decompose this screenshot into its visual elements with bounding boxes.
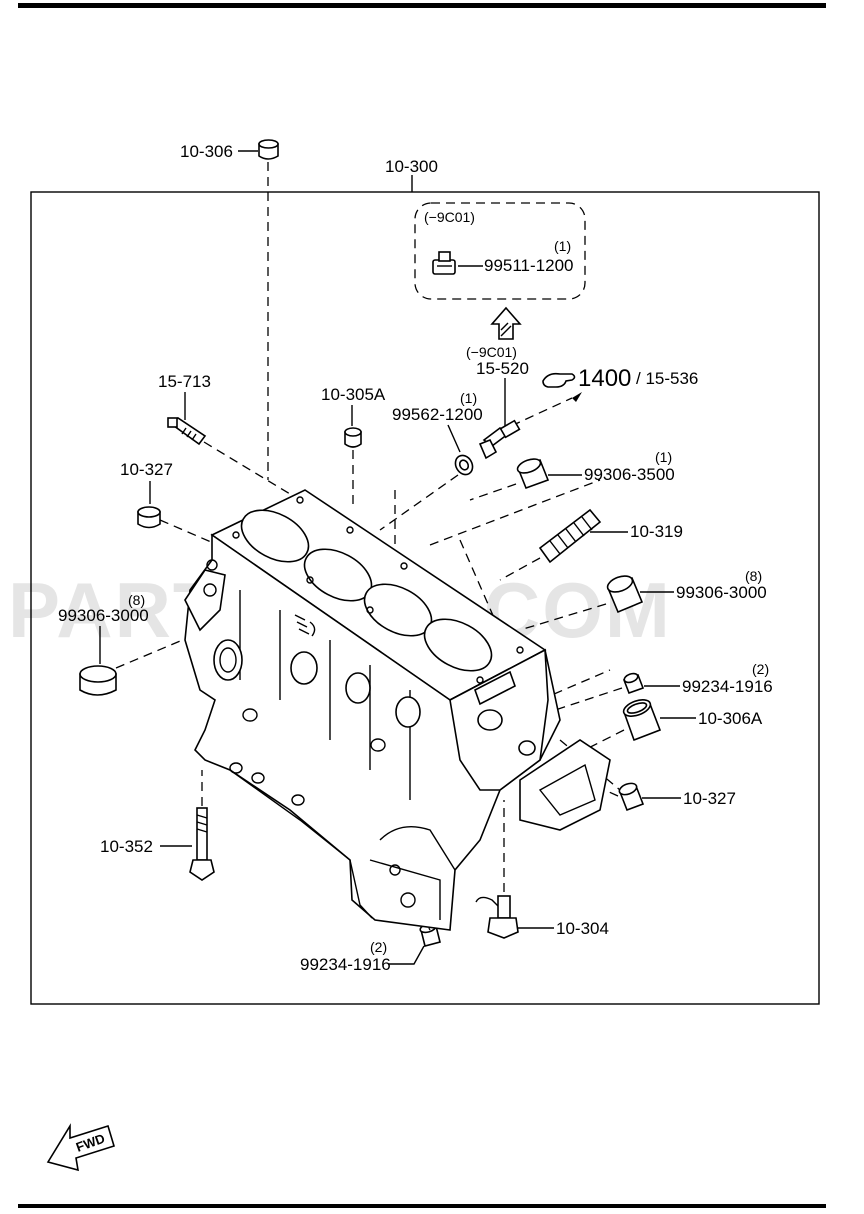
callout-10-306a[interactable]: 10-306A [698, 709, 763, 728]
callout-99234-1916-bottom[interactable]: 99234-1916 [300, 955, 391, 974]
callout-15-713[interactable]: 15-713 [158, 372, 211, 391]
callout-15-536[interactable]: / 15-536 [636, 369, 698, 388]
callout-10-319[interactable]: 10-319 [630, 522, 683, 541]
plug-10-327-top [137, 506, 161, 529]
callout-99511-1200[interactable]: 99511-1200 [484, 256, 574, 275]
callout-99306-3000-left[interactable]: 99306-3000 [58, 606, 149, 625]
callout-10-327-top[interactable]: 10-327 [120, 460, 173, 479]
washer-99562 [454, 454, 474, 476]
forward-arrow-icon: FWD [46, 1123, 115, 1172]
svg-text:(2): (2) [370, 939, 387, 955]
dowel-99234-right [622, 672, 645, 695]
callout-10-327-bottom[interactable]: 10-327 [683, 789, 736, 808]
cylinder-block [184, 489, 611, 931]
plug-99306-3000-right [606, 575, 644, 614]
plug-99306-3500 [516, 458, 550, 490]
pointing-hand-icon [542, 372, 576, 388]
variant-arrow [490, 306, 522, 340]
callout-99306-3000-right[interactable]: 99306-3000 [676, 583, 767, 602]
callout-99306-3500[interactable]: 99306-3500 [584, 465, 675, 484]
svg-text:(1): (1) [554, 238, 571, 254]
plug-10-306 [258, 139, 279, 160]
fitting-15-520 [478, 419, 521, 460]
callout-10-304[interactable]: 10-304 [556, 919, 609, 938]
nozzle-10-304 [475, 895, 519, 939]
svg-text:(1): (1) [460, 390, 477, 406]
callout-99234-1916-right[interactable]: 99234-1916 [682, 677, 773, 696]
drain-plug-99511 [432, 251, 456, 275]
svg-text:(8): (8) [128, 592, 145, 608]
callout-99562-1200[interactable]: 99562-1200 [392, 405, 483, 424]
svg-text:(1): (1) [655, 449, 672, 465]
variant-label-box: (−9C01) [424, 209, 475, 225]
dowel-10-305a [344, 427, 362, 448]
bolt-10-352 [189, 807, 215, 881]
svg-text:(−9C01): (−9C01) [466, 344, 517, 360]
svg-text:(2): (2) [752, 661, 769, 677]
callout-1400[interactable]: 1400 [578, 365, 631, 392]
bottom-rule [18, 1204, 826, 1208]
plug-99306-3000-left [79, 665, 117, 696]
diagram-frame [30, 191, 820, 1005]
callout-10-352[interactable]: 10-352 [100, 837, 153, 856]
callout-10-305a[interactable]: 10-305A [321, 385, 386, 404]
top-rule [18, 3, 826, 8]
callout-15-520[interactable]: 15-520 [476, 359, 529, 378]
svg-text:(8): (8) [745, 568, 762, 584]
variant-box [414, 202, 586, 300]
seal-10-306a [622, 699, 662, 742]
callout-10-306[interactable]: 10-306 [180, 142, 233, 161]
plug-10-327-bottom [618, 782, 645, 812]
bolt-15-713 [167, 417, 207, 446]
callout-10-300[interactable]: 10-300 [385, 157, 438, 176]
stud-10-319 [538, 508, 602, 564]
